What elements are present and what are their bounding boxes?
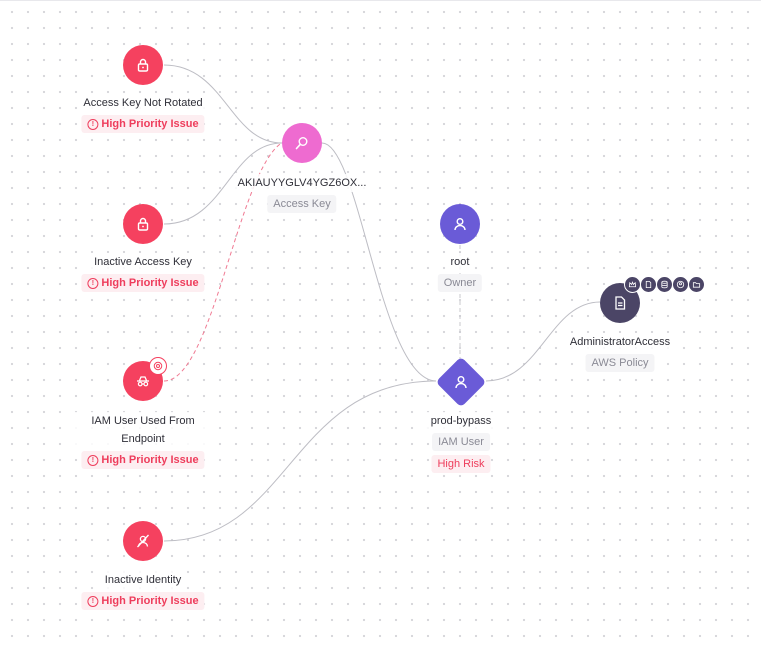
document-icon: [615, 296, 626, 310]
warning-icon: !: [87, 277, 99, 289]
prod-bypass-risk-badge: High Risk: [431, 455, 491, 473]
administrator-access-label: AdministratorAccess: [565, 333, 675, 351]
root-label: root: [446, 253, 474, 271]
administrator-access-type: AWS Policy: [585, 354, 655, 372]
user-icon: [455, 376, 467, 389]
tag-text: High Priority Issue: [101, 118, 199, 130]
crown-icon: [624, 276, 641, 293]
access-key-not-rotated-tag[interactable]: ! High Priority Issue: [81, 115, 205, 133]
access-key-label: AKIAUYYGLV4YGZ6OX...: [233, 174, 371, 192]
access-key-not-rotated-node[interactable]: [123, 45, 163, 85]
warning-icon: !: [87, 118, 99, 130]
tag-text: High Priority Issue: [101, 277, 199, 289]
warning-icon: !: [87, 595, 99, 607]
access-key-not-rotated-label: Access Key Not Rotated: [79, 94, 207, 112]
top-border: [0, 0, 761, 1]
lock-icon: [137, 58, 149, 72]
iam-user-used-from-endpoint-label: IAM User Used From Endpoint: [74, 412, 212, 448]
database-icon: [656, 276, 673, 293]
inactive-access-key-node[interactable]: [123, 204, 163, 244]
folder-icon: [688, 276, 705, 293]
root-node[interactable]: [440, 204, 480, 244]
tag-text: High Priority Issue: [101, 454, 199, 466]
access-key-node[interactable]: [282, 123, 322, 163]
prod-bypass-type: IAM User: [432, 433, 490, 451]
user-circle-icon: [672, 276, 689, 293]
inactive-identity-label: Inactive Identity: [100, 571, 186, 589]
inactive-access-key-tag[interactable]: ! High Priority Issue: [81, 274, 205, 292]
iam-user-used-from-endpoint-tag[interactable]: ! High Priority Issue: [81, 451, 205, 469]
inactive-access-key-label: Inactive Access Key: [90, 253, 196, 271]
root-type: Owner: [437, 274, 483, 292]
prod-bypass-label: prod-bypass: [426, 412, 496, 430]
access-key-type: Access Key: [267, 195, 337, 213]
inactive-identity-tag[interactable]: ! High Priority Issue: [81, 592, 205, 610]
key-search-icon: [295, 137, 308, 150]
spy-icon: [137, 376, 149, 387]
inactive-identity-node[interactable]: [123, 521, 163, 561]
administrator-access-node[interactable]: [600, 283, 640, 323]
document-icon: [640, 276, 657, 293]
warning-icon: !: [87, 454, 99, 466]
edge-inactive-identity-to-prod-bypass: [163, 380, 437, 542]
tag-text: High Priority Issue: [101, 595, 199, 607]
target-icon: [149, 357, 167, 375]
user-off-icon: [137, 534, 149, 548]
user-icon: [454, 218, 466, 231]
lock-icon: [137, 217, 149, 231]
